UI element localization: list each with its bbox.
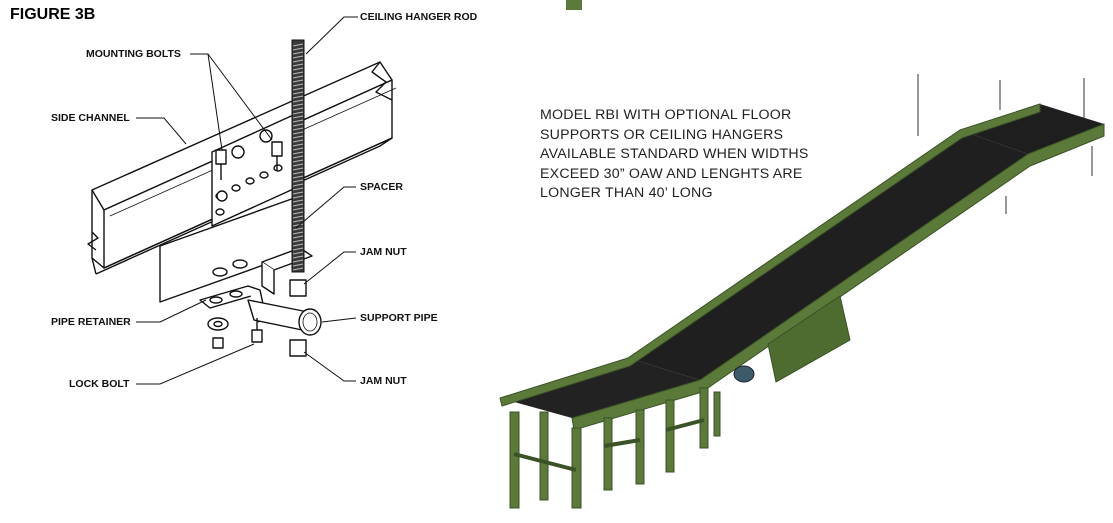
note-line: EXCEED 30” OAW AND LENGHTS ARE (540, 165, 803, 182)
callout-side-channel: SIDE CHANNEL (51, 112, 130, 124)
leader-jam-nut-bottom (303, 351, 356, 382)
leader-lock-bolt (136, 343, 255, 385)
model-note: MODEL RBI WITH OPTIONAL FLOOR SUPPORTS O… (540, 106, 809, 204)
note-line: MODEL RBI WITH OPTIONAL FLOOR (540, 107, 792, 123)
callout-support-pipe: SUPPORT PIPE (360, 312, 438, 324)
leader-support-pipe (321, 317, 357, 323)
conveyor-belt-shape (500, 104, 1104, 418)
lock-hardware-shapes (207, 317, 263, 349)
leader-side-channel (136, 117, 187, 145)
callout-pipe-retainer: PIPE RETAINER (51, 316, 131, 328)
callout-spacer: SPACER (360, 181, 403, 193)
support-pipe-shape (247, 299, 322, 336)
ceiling-hanger-rod-shape (291, 39, 305, 273)
floor-legs-shape (509, 387, 721, 509)
callout-jam-nut-top: JAM NUT (360, 246, 407, 258)
leader-ceiling-hanger-rod (305, 16, 358, 55)
note-line: SUPPORTS OR CEILING HANGERS (540, 126, 784, 143)
callout-lock-bolt: LOCK BOLT (69, 378, 130, 390)
callout-jam-nut-bottom: JAM NUT (360, 375, 407, 387)
conveyor-rendering (499, 0, 1105, 509)
conveyor-frame-shape (499, 103, 1105, 431)
leader-pipe-retainer (136, 299, 207, 323)
note-line: LONGER THAN 40’ LONG (540, 185, 713, 202)
spacer-block-shape (159, 195, 313, 303)
note-line: AVAILABLE STANDARD WHEN WIDTHS (540, 146, 809, 163)
figure-title: FIGURE 3B (10, 6, 96, 23)
leader-mounting-bolts-b (207, 53, 273, 141)
hanger-detail-drawing (87, 16, 397, 385)
mounting-bolt-shapes (215, 129, 283, 202)
jam-nut-shapes (289, 279, 307, 357)
leader-jam-nut-top (303, 251, 356, 285)
hanger-rods-shape (917, 74, 1093, 214)
callout-ceiling-hanger-rod: CEILING HANGER ROD (360, 11, 478, 23)
callout-mounting-bolts: MOUNTING BOLTS (86, 48, 181, 60)
leader-spacer (295, 186, 356, 229)
